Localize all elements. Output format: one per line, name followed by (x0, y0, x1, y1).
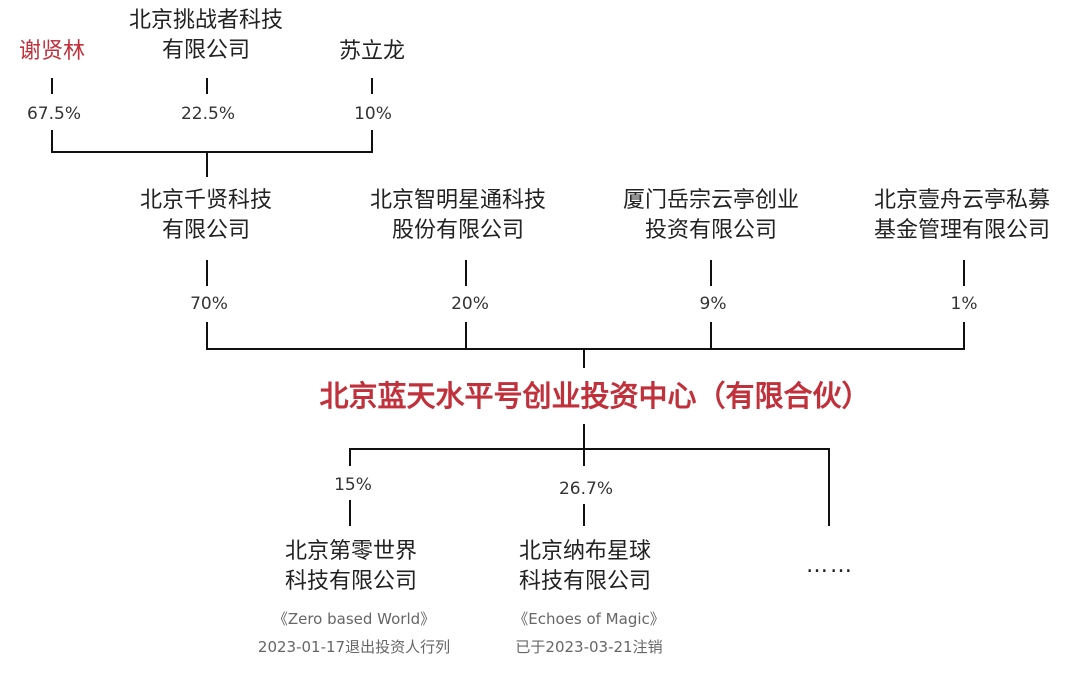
investment-zero-world-line2: 科技有限公司 (284, 569, 418, 594)
more-ellipsis: …… (806, 553, 854, 578)
stem-to-qianxian (206, 151, 208, 177)
investment-zero-world-name: 北京第零世界 科技有限公司 (285, 537, 417, 597)
investment-nabu-line2: 科技有限公司 (518, 569, 652, 594)
bracket-top-shareholders (51, 151, 373, 153)
pct-xie: 67.5% (26, 104, 82, 124)
pct-qianxian: 70% (190, 294, 228, 314)
tick-xie-lower (51, 130, 53, 153)
partner-qianxian-line2: 有限公司 (161, 218, 251, 243)
investment-nabu-name: 北京纳布星球 科技有限公司 (519, 537, 651, 597)
center-entity-name: 北京蓝天水平号创业投资中心（有限合伙） (319, 379, 871, 413)
partner-yizhou-line2: 基金管理有限公司 (873, 218, 1051, 243)
tick-more-line (828, 448, 830, 526)
shareholder-tiaozhanzhe-line1: 北京挑战者科技 (128, 8, 284, 33)
tick-yuezong-lower (710, 322, 712, 350)
investment-zero-world-line1: 北京第零世界 (284, 539, 418, 564)
tick-yuezong-upper (710, 260, 712, 286)
shareholder-xie-name: 谢贤林 (18, 39, 86, 64)
stem-to-center (583, 348, 585, 368)
tick-tiaozhanzhe-upper (206, 78, 208, 94)
partner-yizhou-line1: 北京壹舟云亭私募 (873, 188, 1051, 213)
tick-xie-upper (51, 78, 53, 94)
bracket-partners (206, 348, 965, 350)
partner-zhiming-line1: 北京智明星通科技 (369, 188, 547, 213)
tick-zero-world-lower (349, 500, 351, 526)
pct-yizhou: 1% (950, 294, 978, 314)
tick-yizhou-lower (963, 322, 965, 350)
tick-qianxian-upper (206, 260, 208, 286)
pct-zero-world: 15% (334, 475, 372, 495)
tick-su-lower (371, 130, 373, 153)
investment-nabu-game: 《Echoes of Magic》 (513, 610, 665, 628)
partner-yuezong-line2: 投资有限公司 (644, 218, 778, 243)
tick-zero-world-upper (349, 448, 351, 466)
partner-yuezong-name: 厦门岳宗云亭创业 投资有限公司 (623, 186, 799, 246)
partner-qianxian-name: 北京千贤科技 有限公司 (140, 186, 272, 246)
bracket-investments (349, 448, 830, 450)
partner-yuezong-line1: 厦门岳宗云亭创业 (622, 188, 800, 213)
partner-qianxian-line1: 北京千贤科技 (139, 188, 273, 213)
partner-zhiming-line2: 股份有限公司 (391, 218, 525, 243)
pct-nabu: 26.7% (558, 479, 614, 499)
tick-qianxian-lower (206, 322, 208, 350)
investment-zero-world-note: 《Zero based World》 2023-01-17退出投资人行列 (258, 608, 450, 658)
partner-yizhou-name: 北京壹舟云亭私募 基金管理有限公司 (874, 186, 1050, 246)
pct-yuezong: 9% (699, 294, 727, 314)
pct-zhiming: 20% (451, 294, 489, 314)
shareholder-su-name: 苏立龙 (338, 39, 406, 64)
tick-nabu-lower (583, 504, 585, 526)
investment-zero-world-status: 2023-01-17退出投资人行列 (257, 638, 451, 656)
tick-zhiming-upper (465, 260, 467, 286)
tick-nabu-upper (583, 448, 585, 466)
investment-zero-world-game: 《Zero based World》 (272, 610, 436, 628)
tick-zhiming-lower (465, 322, 467, 350)
stem-from-center (583, 424, 585, 450)
pct-tiaozhanzhe: 22.5% (180, 104, 236, 124)
shareholder-tiaozhanzhe-line2: 有限公司 (161, 38, 251, 63)
tick-yizhou-upper (963, 260, 965, 286)
pct-su: 10% (354, 104, 392, 124)
shareholder-tiaozhanzhe-name: 北京挑战者科技 有限公司 (129, 6, 283, 66)
investment-nabu-status: 已于2023-03-21注销 (515, 638, 663, 656)
investment-nabu-line1: 北京纳布星球 (518, 539, 652, 564)
partner-zhiming-name: 北京智明星通科技 股份有限公司 (370, 186, 546, 246)
investment-nabu-note: 《Echoes of Magic》 已于2023-03-21注销 (513, 608, 665, 658)
tick-su-upper (371, 78, 373, 94)
